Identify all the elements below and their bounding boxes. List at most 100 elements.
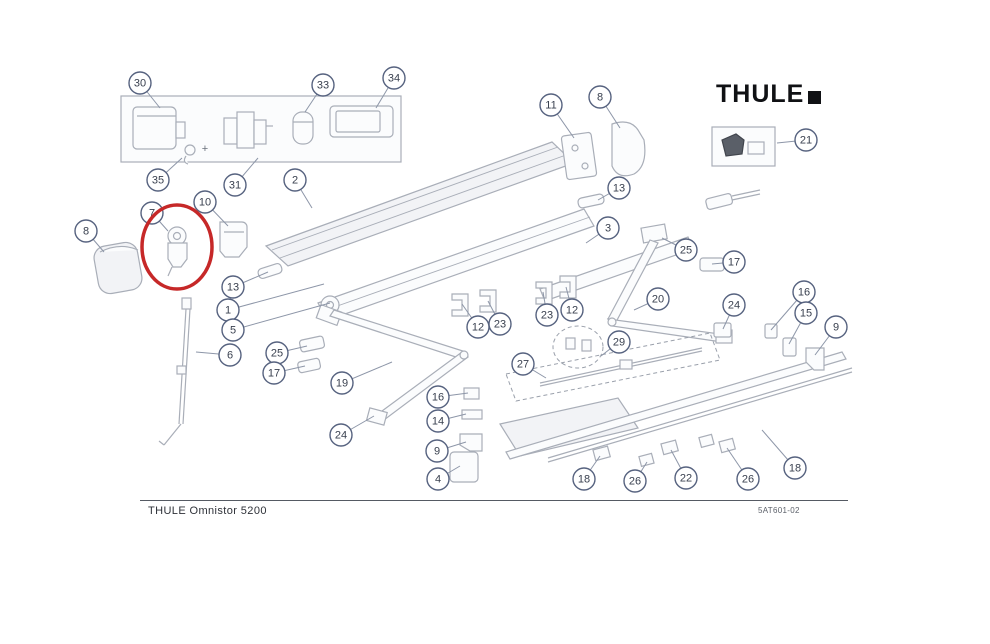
- callout-number-24: 24: [335, 430, 347, 442]
- callout-14: 14: [426, 409, 450, 433]
- callout-25: 25: [674, 238, 698, 262]
- callout-number-25: 25: [271, 348, 283, 360]
- callout-number-33: 33: [317, 80, 329, 92]
- callout-number-14: 14: [432, 416, 444, 428]
- callout-18: 18: [572, 467, 596, 491]
- callout-5: 5: [221, 318, 245, 342]
- callout-20: 20: [646, 287, 670, 311]
- callout-31: 31: [223, 173, 247, 197]
- callout-26: 26: [623, 469, 647, 493]
- highlight-ring-part-7: [140, 203, 214, 291]
- callout-6: 6: [218, 343, 242, 367]
- part-center-small-parts: [449, 387, 483, 483]
- callout-number-20: 20: [652, 294, 664, 306]
- callout-30: 30: [128, 71, 152, 95]
- callout-33: 33: [311, 73, 335, 97]
- callout-number-9: 9: [833, 322, 839, 334]
- callout-4: 4: [426, 467, 450, 491]
- callout-29: 29: [607, 330, 631, 354]
- annotation-0: +: [202, 143, 208, 155]
- callout-16: 16: [426, 385, 450, 409]
- callout-number-18: 18: [789, 463, 801, 475]
- callout-9: 9: [425, 439, 449, 463]
- part-crank-rod: [158, 297, 192, 446]
- callout-number-27: 27: [517, 359, 529, 371]
- callout-13: 13: [221, 275, 245, 299]
- callout-22: 22: [674, 466, 698, 490]
- callout-number-6: 6: [227, 350, 233, 362]
- part-knuckle-7: [167, 226, 188, 277]
- callout-number-30: 30: [134, 78, 146, 90]
- callout-number-19: 19: [336, 378, 348, 390]
- callout-number-4: 4: [435, 474, 441, 486]
- callout-number-35: 35: [152, 175, 164, 187]
- callout-number-13: 13: [613, 183, 625, 195]
- part-motor-kit-box: [120, 95, 402, 165]
- part-bottom-rails: [499, 351, 853, 468]
- callout-26: 26: [736, 467, 760, 491]
- callout-number-25: 25: [680, 245, 692, 257]
- callout-number-34: 34: [388, 73, 400, 85]
- callout-number-31: 31: [229, 180, 241, 192]
- callout-8: 8: [74, 219, 98, 243]
- callout-number-10: 10: [199, 197, 211, 209]
- callout-number-3: 3: [605, 223, 611, 235]
- callout-number-21: 21: [800, 135, 812, 147]
- callout-number-8: 8: [597, 92, 603, 104]
- callout-number-2: 2: [292, 175, 298, 187]
- callout-24: 24: [329, 423, 353, 447]
- callout-8: 8: [588, 85, 612, 109]
- callout-leader-5: [232, 302, 331, 331]
- callout-24: 24: [722, 293, 746, 317]
- callout-layer: 30 33 34 35 31 2 11 8 21 13 10 7 8 3 25 17 13 15 12 23 23 1 22…: [74, 66, 848, 493]
- callout-3: 3: [596, 216, 620, 240]
- callout-number-13: 13: [227, 282, 239, 294]
- callout-number-26: 26: [742, 474, 754, 486]
- callout-7: 7: [140, 201, 164, 225]
- part-fixing-clips: [451, 275, 577, 317]
- callout-number-16: 16: [432, 392, 444, 404]
- detail-dashed-circle: [552, 325, 604, 369]
- callout-12: 12: [560, 298, 584, 322]
- callout-16: 16: [792, 280, 816, 304]
- thule-wordmark: THULE: [716, 80, 805, 108]
- callout-number-15: 15: [800, 308, 812, 320]
- part-left-endcap: [93, 241, 143, 295]
- callout-23: 23: [488, 312, 512, 336]
- callout-35: 35: [146, 168, 170, 192]
- callout-number-12: 12: [566, 305, 578, 317]
- part-right-lower-cluster: [713, 322, 825, 371]
- callout-15: 15: [794, 301, 818, 325]
- diagram-line-art: [93, 95, 853, 483]
- callout-number-5: 5: [230, 325, 236, 337]
- callout-17: 17: [262, 361, 286, 385]
- callout-leader-1: [227, 283, 325, 311]
- callout-13: 13: [607, 176, 631, 200]
- callout-21: 21: [794, 128, 818, 152]
- part-bracket-10: [219, 221, 248, 258]
- part-right-endcap-assembly: [560, 121, 646, 209]
- callout-1: 1: [216, 298, 240, 322]
- callout-23: 23: [535, 303, 559, 327]
- callout-number-11: 11: [545, 100, 556, 112]
- callout-number-26: 26: [629, 476, 641, 488]
- callout-number-18: 18: [578, 474, 590, 486]
- callout-number-17: 17: [268, 368, 280, 380]
- callout-number-24: 24: [728, 300, 740, 312]
- callout-2: 2: [283, 168, 307, 192]
- detail-dashed-region: [505, 332, 721, 402]
- callout-10: 10: [193, 190, 217, 214]
- callout-number-9: 9: [434, 446, 440, 458]
- part-pin-13: [257, 262, 283, 280]
- callout-number-8: 8: [83, 226, 89, 238]
- callout-9: 9: [824, 315, 848, 339]
- callout-number-16: 16: [798, 287, 810, 299]
- footer-divider: [140, 500, 848, 501]
- diagram-title: THULE Omnistor 5200: [148, 505, 267, 517]
- thule-logo: THULE: [716, 80, 822, 108]
- doc-code: 5AT601-02: [758, 506, 800, 515]
- callout-25: 25: [265, 341, 289, 365]
- callout-18: 18: [783, 456, 807, 480]
